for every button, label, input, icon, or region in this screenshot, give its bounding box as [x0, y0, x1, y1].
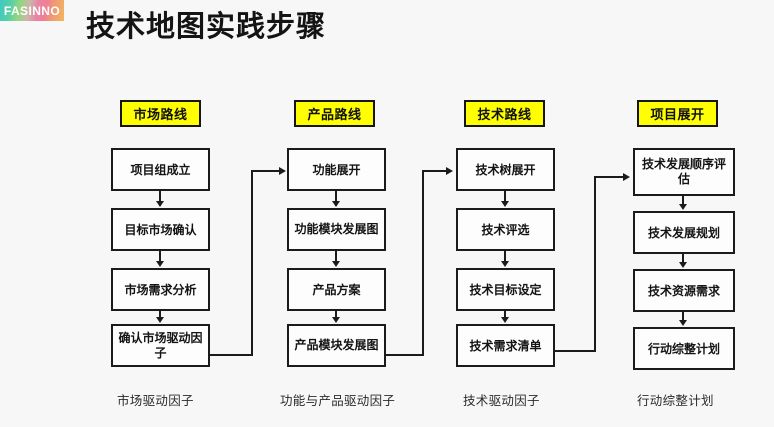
connector-product-1-2 — [335, 191, 337, 202]
arrowhead-market-1-2 — [156, 201, 164, 207]
node-market-2: 目标市场确认 — [111, 208, 210, 251]
arrowhead-tech-2-3 — [501, 261, 509, 267]
node-project-3: 技术资源需求 — [633, 269, 735, 312]
arrowhead-market-to-product — [279, 167, 286, 175]
connector-tech-1-2 — [504, 191, 506, 202]
connector-project-3-4 — [682, 312, 684, 321]
node-project-1: 技术发展顺序评估 — [633, 148, 735, 196]
connector-market-to-product-v — [251, 170, 253, 356]
node-tech-3: 技术目标设定 — [456, 268, 555, 311]
page-title: 技术地图实践步骤 — [86, 11, 327, 43]
connector-product-to-tech-h1 — [386, 354, 424, 356]
node-product-4: 产品模块发展图 — [287, 324, 386, 367]
connector-product-3-4 — [335, 311, 337, 318]
column-header-technology: 技术路线 — [464, 100, 545, 127]
node-tech-1: 技术树展开 — [456, 148, 555, 191]
connector-tech-to-project-h2 — [594, 176, 625, 178]
arrowhead-market-2-3 — [156, 261, 164, 267]
arrowhead-product-to-tech — [446, 167, 453, 175]
connector-product-2-3 — [335, 251, 337, 262]
connector-project-1-2 — [682, 196, 684, 205]
fasinno-logo: FASINNO — [0, 0, 64, 21]
node-tech-2: 技术评选 — [456, 208, 555, 251]
node-product-3: 产品方案 — [287, 268, 386, 311]
footer-caption-project: 行动综整计划 — [637, 394, 714, 408]
column-header-product: 产品路线 — [294, 100, 375, 127]
column-header-market: 市场路线 — [120, 100, 201, 127]
connector-tech-to-project-v — [594, 176, 596, 352]
arrowhead-project-2-3 — [679, 262, 687, 268]
connector-market-to-product-h1 — [210, 354, 253, 356]
footer-caption-product: 功能与产品驱动因子 — [280, 394, 396, 408]
footer-caption-technology: 技术驱动因子 — [463, 394, 540, 408]
connector-tech-3-4 — [504, 311, 506, 318]
arrowhead-tech-1-2 — [501, 201, 509, 207]
node-project-4: 行动综整计划 — [633, 327, 735, 370]
node-product-1: 功能展开 — [287, 148, 386, 191]
connector-product-to-tech-v — [422, 170, 424, 356]
node-product-2: 功能模块发展图 — [287, 208, 386, 251]
arrowhead-product-1-2 — [332, 201, 340, 207]
footer-caption-market: 市场驱动因子 — [117, 394, 194, 408]
connector-market-to-product-h2 — [251, 170, 281, 172]
connector-tech-2-3 — [504, 251, 506, 262]
arrowhead-project-1-2 — [679, 204, 687, 210]
connector-product-to-tech-h2 — [422, 170, 448, 172]
node-market-1: 项目组成立 — [111, 148, 210, 191]
logo-text: FASINNO — [3, 3, 61, 18]
connector-project-2-3 — [682, 254, 684, 263]
arrowhead-market-3-4 — [156, 317, 164, 323]
arrowhead-project-3-4 — [679, 320, 687, 326]
arrowhead-product-3-4 — [332, 317, 340, 323]
node-tech-4: 技术需求清单 — [456, 324, 555, 367]
connector-tech-to-project-h1 — [555, 350, 596, 352]
connector-market-3-4 — [159, 311, 161, 318]
connector-market-2-3 — [159, 251, 161, 262]
connector-market-1-2 — [159, 191, 161, 202]
column-header-project: 项目展开 — [637, 100, 718, 127]
arrowhead-tech-to-project — [623, 173, 630, 181]
node-market-4: 确认市场驱动因子 — [111, 324, 210, 367]
node-market-3: 市场需求分析 — [111, 268, 210, 311]
node-project-2: 技术发展规划 — [633, 211, 735, 254]
arrowhead-tech-3-4 — [501, 317, 509, 323]
arrowhead-product-2-3 — [332, 261, 340, 267]
